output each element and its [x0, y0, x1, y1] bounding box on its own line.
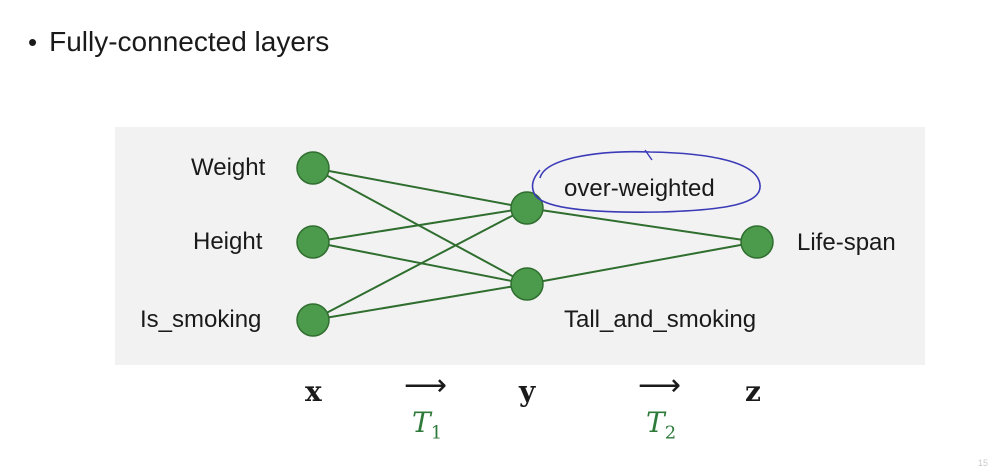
diagram-background: [115, 127, 925, 365]
node-is-smoking: [296, 303, 330, 337]
node-weight: [296, 151, 330, 185]
nodes: [296, 151, 774, 337]
arrow-x-to-y: ⟶: [404, 368, 448, 403]
edge-tallsmoking-lifespan: [526, 241, 758, 285]
node-over-weighted: [510, 191, 544, 225]
var-z: z: [745, 375, 761, 408]
label-height: Height: [193, 228, 263, 255]
edges: [312, 167, 758, 321]
label-is-smoking: Is_smoking: [140, 306, 262, 333]
edge-overweighted-lifespan: [526, 207, 758, 243]
node-tall-and-smoking: [510, 267, 544, 301]
hand-drawn-tick-annotation: [644, 149, 653, 161]
label-tall-and-smoking: Tall_and_smoking: [564, 306, 757, 333]
label-weight: Weight: [191, 154, 266, 181]
transform-t2: T2: [646, 406, 676, 444]
arrow-y-to-z: ⟶: [638, 368, 682, 403]
slide-number: 15: [977, 458, 988, 468]
transform-t1: T1: [412, 406, 442, 444]
var-x: x: [305, 375, 322, 408]
bullet-item: • Fully-connected layers: [28, 26, 329, 58]
label-life-span: Life-span: [797, 229, 896, 256]
node-height: [296, 225, 330, 259]
edge-smoking-tallsmoking: [312, 283, 528, 321]
transform-t1-sub: 1: [430, 422, 443, 444]
edge-smoking-overweighted: [312, 207, 528, 321]
edge-height-overweighted: [312, 207, 528, 243]
edge-weight-overweighted: [312, 167, 528, 209]
var-y: y: [519, 375, 536, 408]
label-over-weighted: over-weighted: [564, 175, 715, 202]
bullet-dot: •: [28, 27, 38, 57]
transform-t2-sub: 2: [664, 422, 677, 444]
transform-t1-main: T: [412, 406, 431, 439]
node-life-span: [740, 225, 774, 259]
hand-drawn-circle-annotation: [531, 150, 761, 213]
bullet-text: Fully-connected layers: [49, 26, 330, 57]
transform-t2-main: T: [646, 406, 665, 439]
